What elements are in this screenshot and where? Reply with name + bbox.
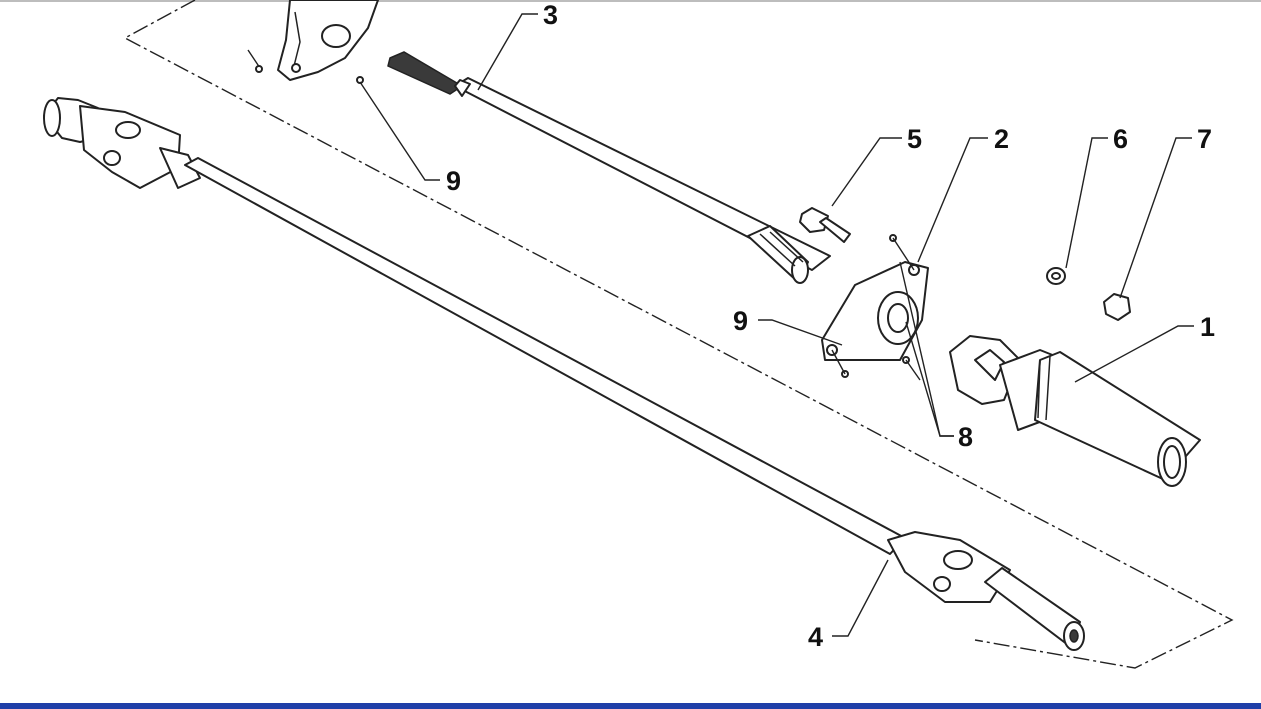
steering-column-tube [949, 335, 1201, 487]
intermediate-shaft [387, 51, 831, 284]
leader-lines [359, 13, 1194, 637]
alignment-outline [123, 0, 1234, 669]
callout-4: 4 [808, 622, 823, 652]
callout-5: 5 [907, 124, 922, 154]
flange-bearing [821, 261, 929, 361]
top-border [0, 0, 1261, 2]
callout-9-lower: 9 [733, 306, 748, 336]
bolt [799, 207, 851, 243]
lower-steering-shaft [43, 97, 1085, 651]
callout-7: 7 [1197, 124, 1212, 154]
callout-6: 6 [1113, 124, 1128, 154]
callout-labels: 3 5 2 6 7 1 9 9 8 4 [446, 0, 1215, 652]
callout-8: 8 [958, 422, 973, 452]
callout-9-upper: 9 [446, 166, 461, 196]
bottom-accent-rule [0, 703, 1261, 709]
callout-3: 3 [543, 0, 558, 30]
washer [1046, 267, 1066, 285]
callout-2: 2 [994, 124, 1009, 154]
nut [1103, 293, 1131, 321]
upper-flange-bearing [247, 0, 379, 81]
callout-1: 1 [1200, 312, 1215, 342]
